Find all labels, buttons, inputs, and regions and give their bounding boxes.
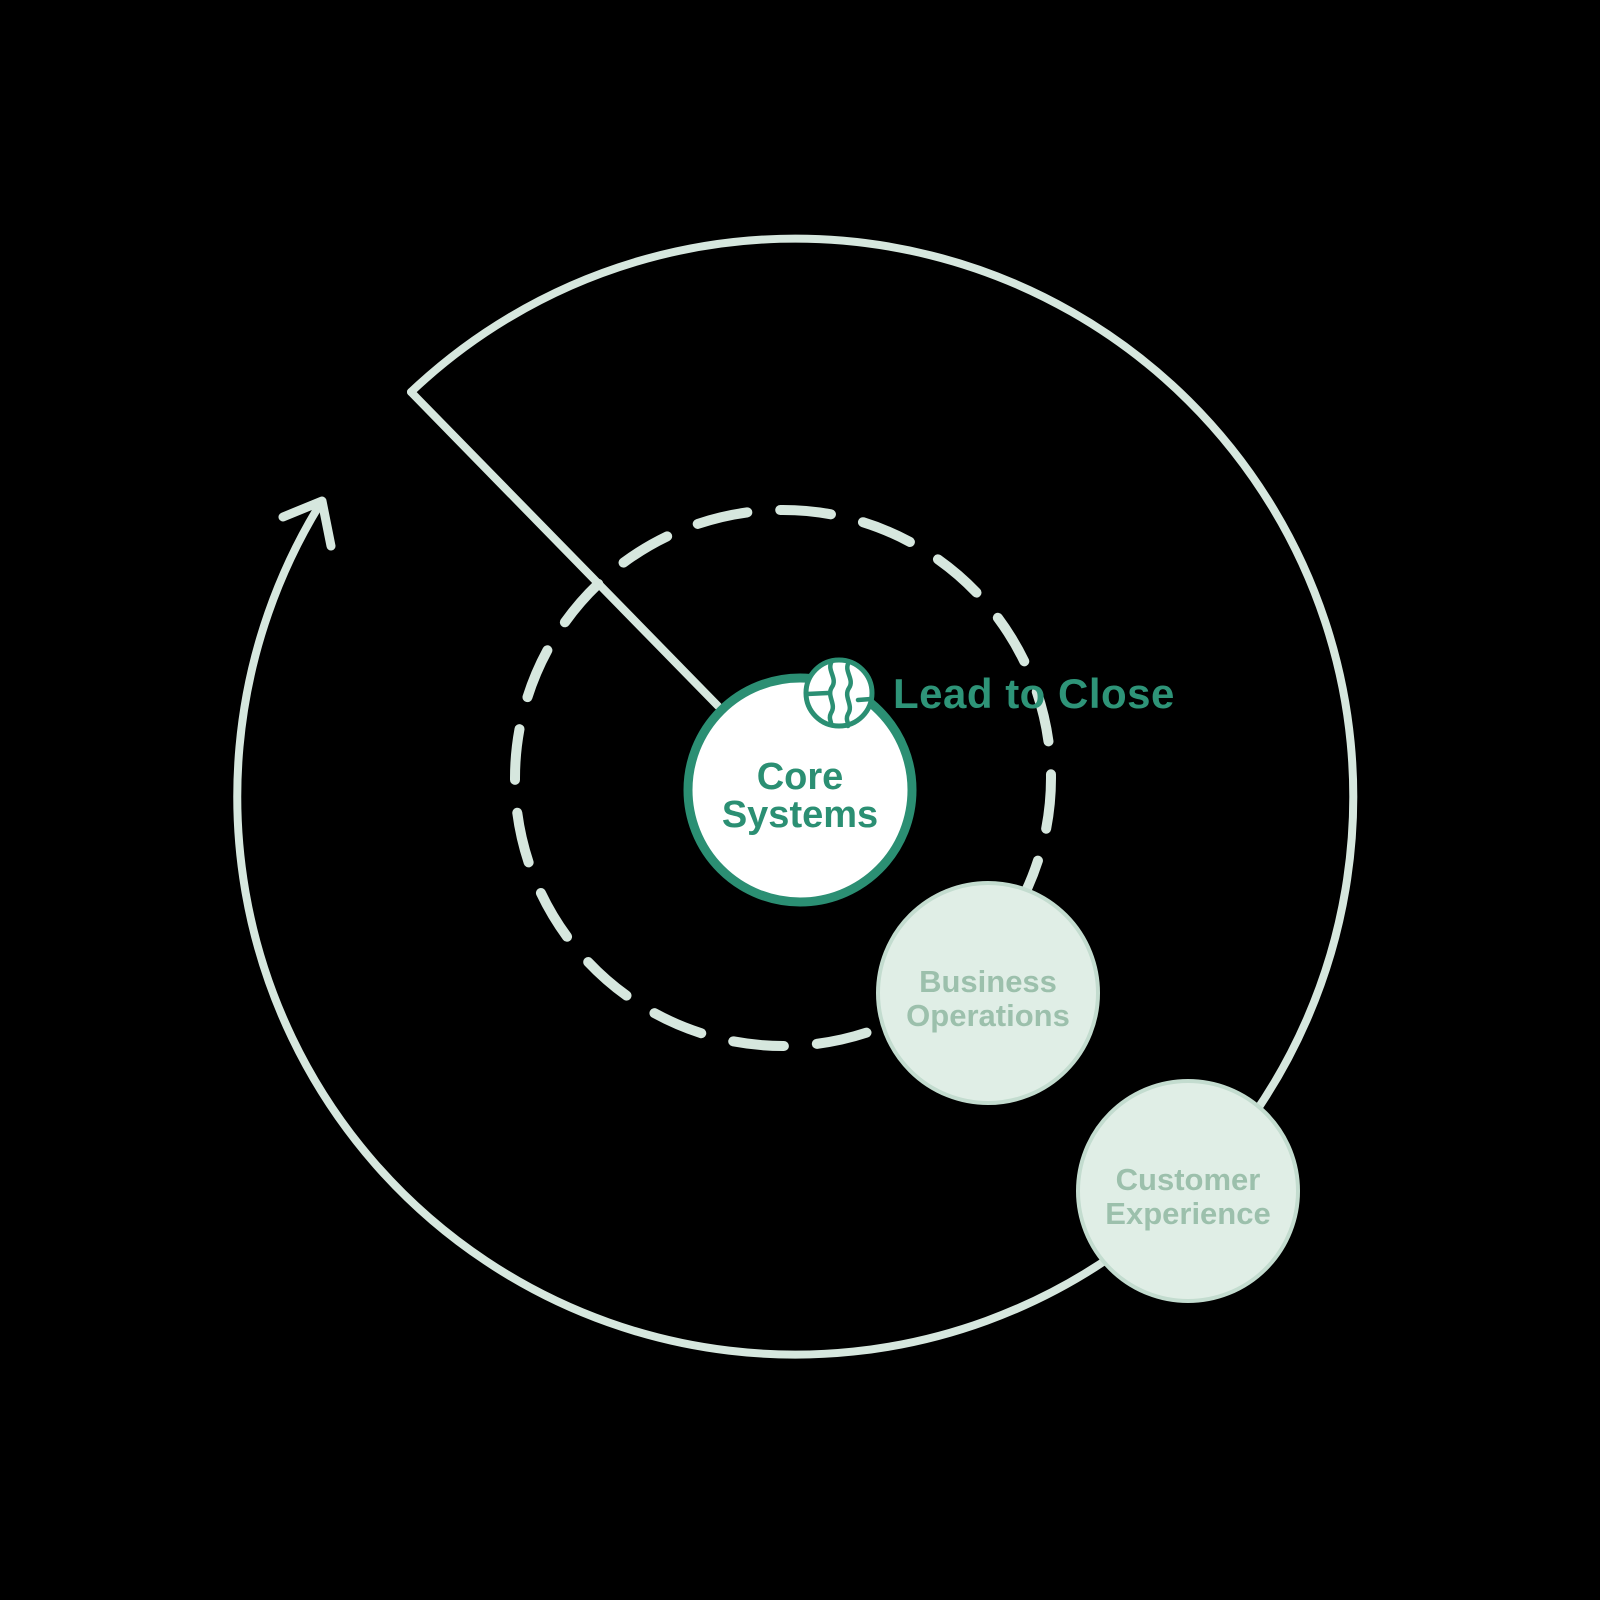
business-operations-label-line2: Operations [906, 998, 1070, 1033]
core-systems-label-line1: Core [757, 756, 844, 798]
globe-map-icon [803, 657, 875, 729]
core-systems-node: Core Systems [683, 673, 917, 907]
globe-icon-wave-left [827, 658, 836, 728]
core-systems-circle [683, 673, 917, 907]
arrowhead-icon [278, 496, 336, 551]
core-systems-label-line2: Systems [722, 794, 878, 836]
customer-experience-label-line1: Customer [1116, 1162, 1261, 1197]
customer-experience-circle [1076, 1079, 1300, 1303]
radial-connector-line [407, 388, 722, 710]
business-operations-circle [876, 881, 1100, 1105]
globe-icon-latitude-left [804, 690, 831, 697]
globe-icon-wave-right [844, 659, 853, 729]
globe-icon-latitude-right [855, 696, 874, 703]
customer-experience-node: Customer Experience [1076, 1079, 1300, 1303]
business-operations-node: Business Operations [876, 881, 1100, 1105]
inner-dashed-orbit [510, 505, 1056, 1051]
customer-experience-label-line2: Experience [1105, 1196, 1270, 1231]
diagram-title: Lead to Close [893, 670, 1175, 717]
business-operations-label-line1: Business [919, 964, 1057, 999]
